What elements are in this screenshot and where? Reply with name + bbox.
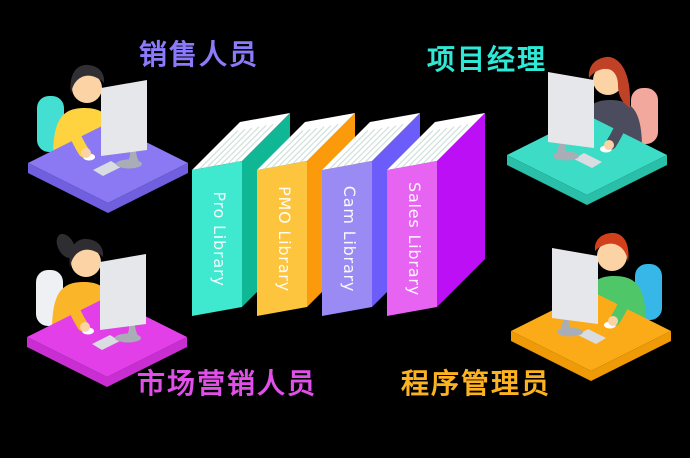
book-spine xyxy=(387,161,437,316)
book-top-pages xyxy=(192,113,290,170)
person-hand xyxy=(81,148,91,158)
workstation-marketing-staff xyxy=(27,233,187,387)
book-cover-face xyxy=(437,113,485,307)
book-top-pages xyxy=(322,113,420,170)
desk-side-right xyxy=(107,337,187,387)
person-head xyxy=(597,241,627,271)
book-top-pages xyxy=(257,113,355,170)
person-hair xyxy=(69,238,104,268)
keyboard xyxy=(93,161,121,176)
book-spine xyxy=(192,161,242,316)
book-page-lines xyxy=(329,123,404,170)
desk-side-left xyxy=(587,155,667,205)
book-page-lines xyxy=(264,123,339,170)
desk-side-right xyxy=(507,155,587,205)
desk-side-left xyxy=(591,331,671,381)
desk-side-left xyxy=(27,337,107,387)
monitor-panel xyxy=(101,80,147,156)
person-hair xyxy=(594,232,629,262)
book-spine-title: Pro Library xyxy=(210,191,229,286)
person-hair xyxy=(70,64,105,94)
book-spine-title: Cam Library xyxy=(340,186,359,292)
book-spine-title: PMO Library xyxy=(275,186,294,292)
book-sales-library: Sales Library xyxy=(387,113,485,316)
role-label-marketing-staff: 市场营销人员 xyxy=(137,367,318,400)
book-page-lines xyxy=(199,123,274,170)
role-label-project-manager: 项目经理 xyxy=(427,43,548,76)
person-hand xyxy=(608,316,618,326)
workstation-program-admin xyxy=(511,232,671,381)
person-hand xyxy=(604,140,614,150)
person-hair xyxy=(588,56,631,108)
role-label-sales-staff: 销售人员 xyxy=(139,38,260,71)
monitor-panel xyxy=(100,254,146,330)
workstation-sales-staff xyxy=(28,64,188,213)
desk-side-right xyxy=(511,331,591,381)
desk-side-right xyxy=(108,163,188,213)
person-head xyxy=(71,247,101,277)
book-spine xyxy=(322,161,372,316)
book-top-pages xyxy=(387,113,485,170)
book-page-lines xyxy=(394,123,469,170)
keyboard xyxy=(578,329,606,344)
desk-side-left xyxy=(28,163,108,213)
keyboard xyxy=(92,335,120,350)
book-spine xyxy=(257,161,307,316)
workstation-project-manager xyxy=(507,56,667,205)
person-hand xyxy=(80,322,90,332)
keyboard xyxy=(574,153,602,168)
monitor-panel xyxy=(548,72,594,148)
person-head xyxy=(72,73,102,103)
monitor-panel xyxy=(552,248,598,324)
book-spine-title: Sales Library xyxy=(405,182,424,296)
role-label-program-admin: 程序管理员 xyxy=(401,367,552,400)
